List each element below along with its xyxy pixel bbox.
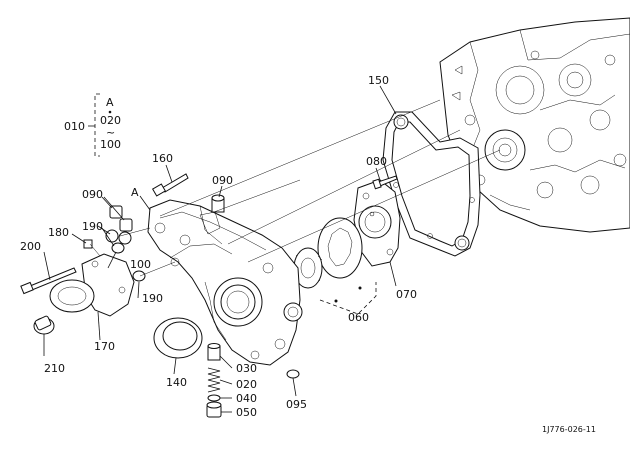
label-190-lower: 190 <box>142 292 163 305</box>
spring-020 <box>207 367 221 393</box>
label-060: 060 <box>348 311 369 324</box>
bolt-160 <box>151 173 189 197</box>
label-095: 095 <box>286 398 307 411</box>
o-ring-095 <box>286 369 300 379</box>
engine-block <box>439 17 630 233</box>
label-190-upper: 190 <box>82 220 103 233</box>
label-090-right: 090 <box>212 174 233 187</box>
group-bracket-060 <box>319 282 377 315</box>
sender-210 <box>33 315 55 335</box>
front-cover <box>147 199 303 366</box>
plugs-090-left <box>109 205 133 232</box>
group-bracket-010: A 020 ~ 100 010 <box>64 93 121 157</box>
pump-cover-070 <box>353 179 401 267</box>
label-030: 030 <box>236 362 257 375</box>
gasket-150 <box>382 111 481 257</box>
part-labels: 150 160 090 090 080 180 190 200 100 190 … <box>20 74 417 419</box>
figure-code: 1J776-026-11 <box>542 425 596 434</box>
inner-rotor <box>293 247 323 289</box>
bolt-200 <box>20 267 77 295</box>
thermostat-housing-170 <box>49 253 135 317</box>
bracket-item-end: 100 <box>100 138 121 151</box>
ring-100 <box>105 229 132 245</box>
label-210: 210 <box>44 362 65 375</box>
ref-mark-a: A <box>131 186 139 199</box>
label-050: 050 <box>236 406 257 419</box>
label-090-left: 090 <box>82 188 103 201</box>
plug-090 <box>211 194 225 213</box>
label-150: 150 <box>368 74 389 87</box>
bracket-item-tilde: ~ <box>106 126 115 139</box>
plug-180 <box>83 239 93 249</box>
bracket-item-start: 020 <box>100 114 121 127</box>
label-180: 180 <box>48 226 69 239</box>
bracket-item-a: A <box>106 96 114 109</box>
outer-rotor <box>317 217 363 279</box>
label-080: 080 <box>366 155 387 168</box>
leader-lines <box>43 85 397 413</box>
o-rings-190 <box>111 242 146 282</box>
bracket-group-label: 010 <box>64 120 85 133</box>
valve-030 <box>207 343 221 361</box>
washer-040 <box>207 394 221 402</box>
label-040: 040 <box>236 392 257 405</box>
plug-050 <box>206 401 222 418</box>
label-140: 140 <box>166 376 187 389</box>
label-200: 200 <box>20 240 41 253</box>
bolt-080 <box>372 175 398 190</box>
label-170: 170 <box>94 340 115 353</box>
label-070: 070 <box>396 288 417 301</box>
label-160: 160 <box>152 152 173 165</box>
label-020: 020 <box>236 378 257 391</box>
label-100: 100 <box>130 258 151 271</box>
alignment-lines <box>89 99 501 277</box>
oil-seal-140 <box>153 317 203 359</box>
